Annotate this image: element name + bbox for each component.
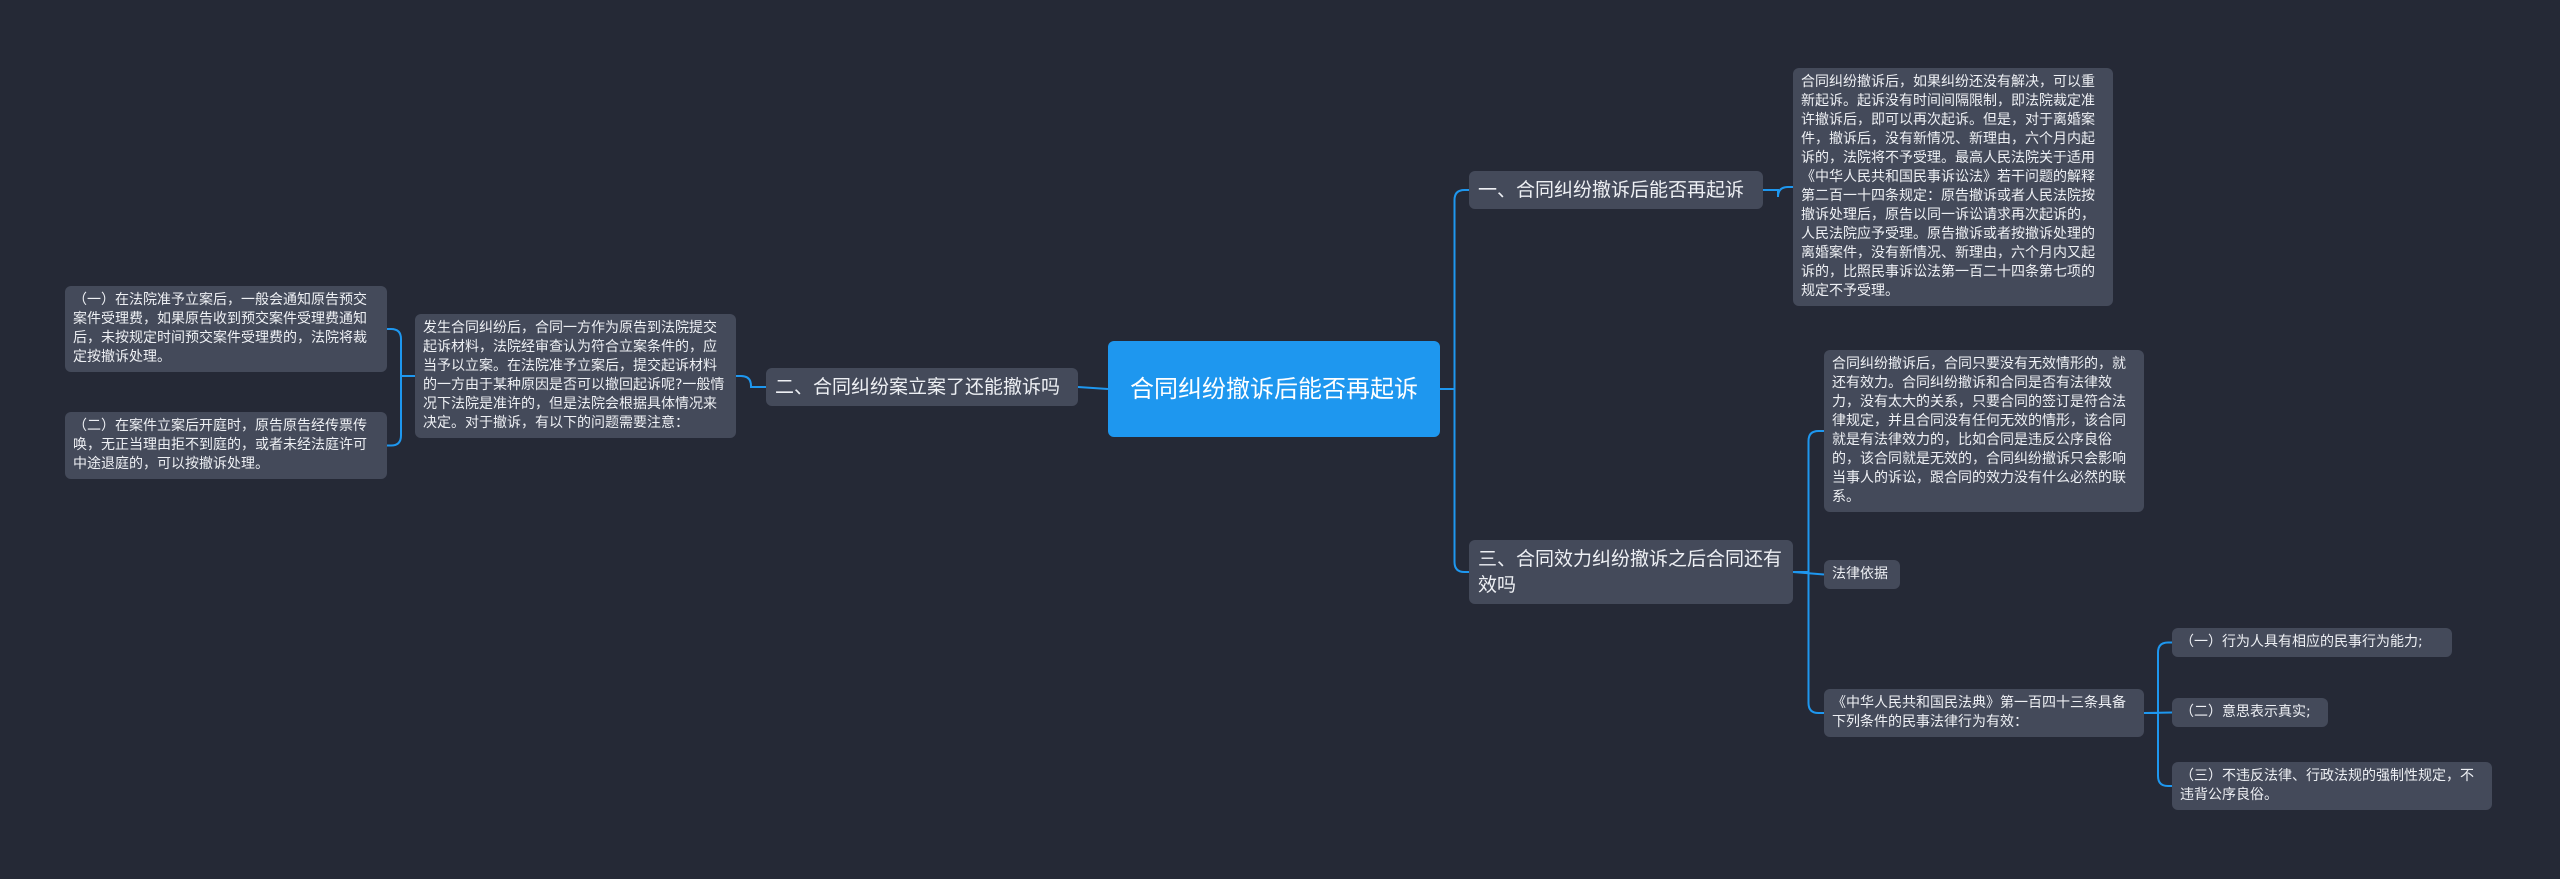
root-topic[interactable]: 合同纠纷撤诉后能否再起诉 <box>1108 341 1440 437</box>
link-root-b3 <box>1440 388 1469 573</box>
branch-2-text: 发生合同纠纷后，合同一方作为原告到法院提交起诉材料，法院经审查认为符合立案条件的… <box>415 314 736 438</box>
law-condition-2: （二）意思表示真实; <box>2172 698 2328 727</box>
link-b2-sub1 <box>387 328 415 377</box>
link-b2-text <box>736 375 766 388</box>
link-b3-text <box>1793 430 1824 573</box>
link-b1-text <box>1763 186 1793 198</box>
branch-3-text: 合同纠纷撤诉后，合同只要没有无效情形的，就还有效力。合同纠纷撤诉和合同是否有法律… <box>1824 350 2144 512</box>
branch-2-title[interactable]: 二、合同纠纷案立案了还能撤诉吗 <box>766 368 1078 406</box>
branch-2-sub-1: （一）在法院准予立案后，一般会通知原告预交案件受理费，如果原告收到预交案件受理费… <box>65 286 387 372</box>
branch-3-legal-basis: 法律依据 <box>1824 560 1900 589</box>
link-root-b2 <box>1077 386 1109 390</box>
branch-1-text: 合同纠纷撤诉后，如果纠纷还没有解决，可以重新起诉。起诉没有时间间隔限制，即法院裁… <box>1793 68 2113 306</box>
branch-1-title[interactable]: 一、合同纠纷撤诉后能否再起诉 <box>1469 171 1763 209</box>
branch-2-sub-2: （二）在案件立案后开庭时，原告原告经传票传唤，无正当理由拒不到庭的，或者未经法庭… <box>65 412 387 479</box>
link-law-3 <box>2144 712 2172 787</box>
link-b2-sub2 <box>387 375 415 447</box>
branch-3-title[interactable]: 三、合同效力纠纷撤诉之后合同还有效吗 <box>1469 540 1793 604</box>
law-condition-3: （三）不违反法律、行政法规的强制性规定，不违背公序良俗。 <box>2172 762 2492 810</box>
link-b3-law <box>1793 571 1824 714</box>
link-law-1 <box>2144 641 2172 714</box>
law-condition-1: （一）行为人具有相应的民事行为能力; <box>2172 628 2452 657</box>
link-root-b1 <box>1440 189 1469 390</box>
branch-3-law-article: 《中华人民共和国民法典》第一百四十三条具备下列条件的民事法律行为有效： <box>1824 689 2144 737</box>
